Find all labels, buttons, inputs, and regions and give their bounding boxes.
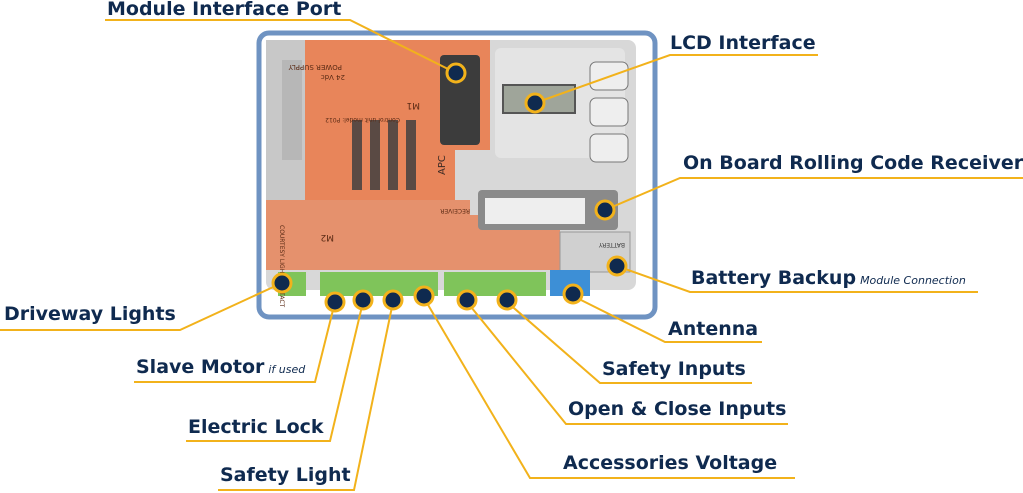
board-brand: APC	[437, 155, 448, 175]
board-m1: M1	[407, 100, 421, 110]
label-safety-inputs: Safety Inputs	[602, 358, 746, 380]
leader-rolling-code-receiver	[604, 177, 1023, 211]
battery-backup-note: Module Connection	[860, 274, 966, 287]
label-safety-light: Safety Light	[220, 464, 351, 486]
pin-open-close-inputs	[456, 289, 478, 311]
pin-module-interface-port	[445, 62, 467, 84]
board-m2: M2	[321, 232, 335, 242]
pin-driveway-lights	[271, 272, 293, 294]
leader-accessories-voltage	[423, 297, 795, 479]
battery-backup-title: Battery Backup	[691, 267, 857, 289]
board-courtesy-light: COURTESY LIGHT CONTACT	[278, 225, 285, 308]
pin-accessories-voltage	[413, 285, 435, 307]
pin-lcd-interface	[524, 92, 546, 114]
slave-motor-title: Slave Motor	[136, 356, 265, 378]
label-module-interface-port: Module Interface Port	[107, 0, 342, 20]
label-driveway-lights: Driveway Lights	[4, 303, 176, 325]
pin-safety-inputs	[496, 289, 518, 311]
leader-open-close-inputs	[466, 301, 788, 425]
leader-battery-backup	[616, 265, 978, 293]
label-open-close-inputs: Open & Close Inputs	[568, 398, 787, 420]
leader-antenna	[572, 295, 762, 343]
board-receiver: RECEIVER	[440, 207, 470, 214]
label-rolling-code-receiver: On Board Rolling Code Receiver	[683, 152, 1023, 174]
pin-slave-motor	[324, 291, 346, 313]
label-lcd-interface: LCD Interface	[670, 32, 816, 54]
leader-slave-motor	[134, 301, 336, 383]
board-battery: BATTERY	[598, 241, 625, 248]
label-antenna: Antenna	[668, 318, 759, 340]
pin-battery-backup	[606, 255, 628, 277]
pin-safety-light	[382, 289, 404, 311]
leader-electric-lock	[186, 301, 364, 442]
pin-rolling-code-receiver	[594, 199, 616, 221]
board-frame	[256, 30, 658, 320]
slave-motor-note: if used	[268, 363, 306, 376]
pin-electric-lock	[352, 289, 374, 311]
leader-lines	[0, 19, 1023, 491]
board-vdc: 24 Vdc	[321, 73, 345, 81]
label-accessories-voltage: Accessories Voltage	[563, 452, 778, 474]
board-control-unit: Control unit model: P012	[325, 116, 400, 123]
board-power-supply: POWER SUPPLY	[288, 63, 342, 71]
leader-safety-inputs	[506, 301, 752, 384]
leader-module-interface-port	[105, 19, 457, 74]
label-electric-lock: Electric Lock	[188, 416, 324, 438]
pin-markers	[271, 62, 628, 313]
leader-safety-light	[218, 301, 394, 491]
leader-driveway-lights	[0, 282, 283, 331]
leader-lcd-interface	[534, 54, 818, 104]
pin-antenna	[562, 283, 584, 305]
